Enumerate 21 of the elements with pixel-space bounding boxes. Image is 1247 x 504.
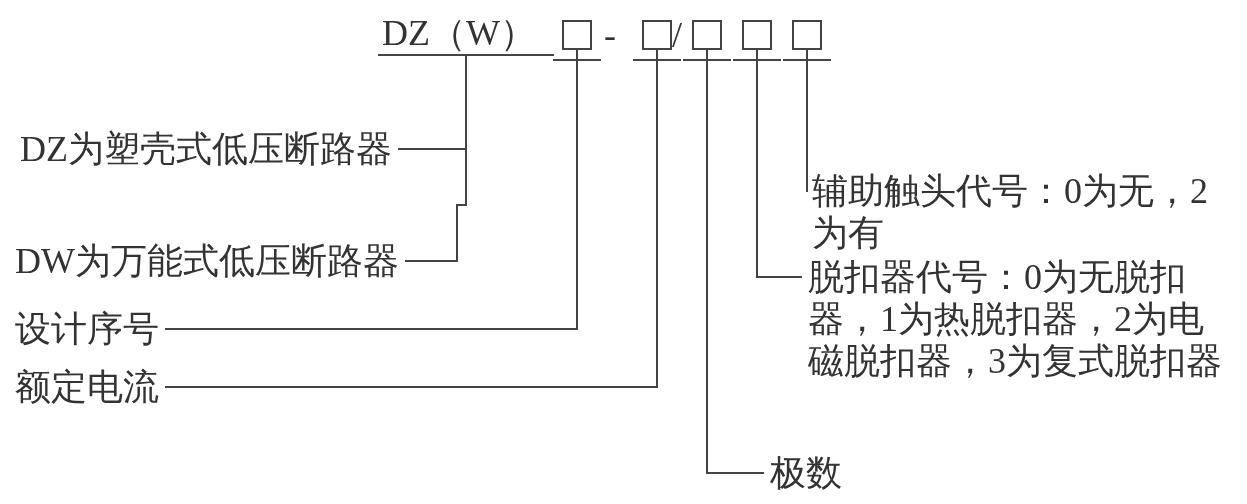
blank-box bbox=[562, 20, 592, 50]
blank-box bbox=[792, 20, 822, 50]
leader-line bbox=[164, 49, 658, 388]
leader-text: 极数 bbox=[770, 452, 842, 494]
separator-symbol: / bbox=[672, 14, 682, 56]
model-code: DZ（W） bbox=[378, 12, 554, 56]
leader-text: DZ为塑壳式低压断路器 bbox=[20, 128, 392, 170]
blank-box bbox=[742, 20, 772, 50]
leader-text: 额定电流 bbox=[15, 366, 159, 408]
blank-box bbox=[642, 20, 672, 50]
leader-line bbox=[756, 49, 803, 278]
leader-text: 辅助触头代号：0为无，2为有 bbox=[812, 170, 1237, 254]
separator-symbol: - bbox=[604, 14, 616, 56]
leader-line bbox=[805, 49, 808, 192]
leader-text: 设计序号 bbox=[15, 308, 159, 350]
leader-line bbox=[706, 49, 765, 474]
blank-box bbox=[692, 20, 722, 50]
leader-text: DW为万能式低压断路器 bbox=[15, 240, 399, 282]
leader-text: 脱扣器代号：0为无脱扣器，1为热脱扣器，2为电磁脱扣器，3为复式脱扣器 bbox=[808, 256, 1233, 382]
leader-line bbox=[404, 55, 467, 262]
leader-line bbox=[164, 49, 578, 330]
